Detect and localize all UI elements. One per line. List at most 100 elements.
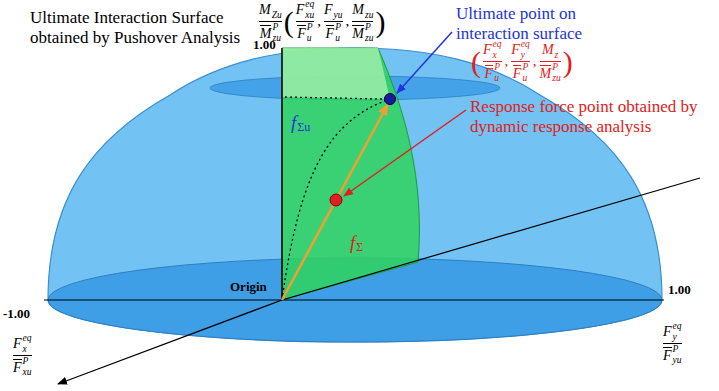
subscript: y [521, 51, 530, 61]
math-symbol: F [297, 25, 306, 42]
math-term: Fyu [324, 0, 343, 20]
script-stack: Σ [356, 232, 363, 253]
text-group: -1.00 [3, 306, 30, 322]
subscript: u [335, 34, 341, 44]
superscript: eq [521, 40, 530, 50]
script-stack: Zu [272, 0, 282, 20]
math-symbol: F [483, 43, 492, 58]
math-term: FPyu [663, 345, 682, 365]
ultimate-point [385, 94, 396, 105]
math-term: MPzu [540, 63, 561, 83]
math-term: FPu [326, 23, 341, 43]
math-term: MZu [259, 0, 282, 20]
subscript: y [673, 333, 682, 343]
script-stack: Pu [335, 23, 341, 43]
fraction-bar [13, 355, 32, 356]
text-group: Ultimate point on interaction surface [456, 4, 606, 43]
axis-value: 1.00 [668, 282, 691, 298]
leader-arrow [397, 32, 452, 93]
math-term: FPu [485, 63, 500, 83]
script-stack: eqy [673, 322, 682, 342]
fraction-bar [540, 61, 561, 62]
script-spacer [272, 0, 282, 9]
parenthesis: ) [374, 7, 386, 37]
comma: , [531, 53, 539, 70]
note-text: Ultimate Interaction Surface obtained by… [30, 8, 258, 47]
fraction: FyuFPu [324, 0, 343, 43]
math-symbol: F [511, 43, 520, 58]
math-symbol: F [485, 65, 494, 82]
script-stack: eqx [23, 334, 32, 354]
text-group: fΣu [291, 112, 310, 133]
script-spacer [356, 232, 363, 241]
subscript: Σu [297, 121, 310, 133]
subscript: x [493, 51, 502, 61]
script-stack: Pu [307, 23, 313, 43]
superscript: P [365, 23, 373, 33]
fraction: FeqxFPu [483, 40, 502, 83]
math-symbol: M [542, 43, 554, 58]
subscript: zu [365, 34, 373, 44]
leader-arrow [344, 110, 466, 196]
math-symbol: F [13, 337, 22, 352]
superscript: P [23, 357, 32, 367]
text-group: FeqyFPyu [662, 322, 683, 365]
superscript: P [673, 345, 682, 355]
math-symbol: M [352, 3, 364, 18]
math-symbol: F [326, 25, 335, 42]
text-group: Origin [230, 279, 267, 295]
superscript: P [307, 23, 313, 33]
subscript: Σ [356, 241, 363, 253]
axis-value: -1.00 [3, 306, 30, 322]
fraction: FeqxFPxu [13, 334, 32, 377]
subscript: x [23, 345, 32, 355]
script-stack: eqxu [305, 0, 314, 20]
vector-arrow [282, 104, 388, 300]
green-cap [282, 48, 390, 99]
math-term: Feqy [511, 40, 530, 60]
fraction: FeqyFPyu [663, 322, 682, 365]
response-point [330, 194, 342, 206]
superscript: eq [673, 322, 682, 332]
axis-line [281, 48, 283, 300]
comma: , [315, 13, 323, 30]
math-term: Feqxu [296, 0, 315, 20]
fraction: MzMPzu [540, 40, 561, 83]
subscript: Zu [272, 11, 282, 21]
math-symbol: f [350, 233, 355, 253]
subscript: yu [334, 11, 343, 21]
superscript: eq [305, 0, 314, 10]
parenthesis: ( [470, 47, 482, 77]
fraction: FeqyFPu [511, 40, 530, 83]
text-group: Response force point obtained by dynamic… [470, 97, 716, 136]
superscript: eq [493, 40, 502, 50]
superscript: eq [23, 334, 32, 344]
script-spacer [297, 112, 310, 121]
math-symbol: F [513, 65, 522, 82]
subscript: xu [305, 11, 314, 21]
script-stack: yu [334, 0, 343, 20]
fraction: FeqxuFPu [296, 0, 315, 43]
math-term: Feqx [13, 334, 32, 354]
math-symbol: F [324, 3, 333, 18]
fraction-bar [324, 21, 343, 22]
math-symbol: F [296, 3, 305, 18]
math-term: Mzu [352, 0, 373, 20]
math-term: FPu [297, 23, 312, 43]
fraction-bar [483, 61, 502, 62]
subscript: u [494, 74, 500, 84]
subscript: u [522, 74, 528, 84]
axis-arrow [58, 300, 282, 384]
fraction-bar [663, 343, 682, 344]
subscript: zu [365, 11, 373, 21]
dotted-path [282, 99, 390, 300]
text-group: (FeqxFPu,FeqyFPu,MzMPzu) [470, 40, 574, 83]
script-stack: Σu [297, 112, 310, 133]
fraction: MzuMPzu [352, 0, 373, 43]
script-stack: eqy [521, 40, 530, 60]
text-group: 1.00 [253, 37, 276, 53]
math-term: Feqx [483, 40, 502, 60]
script-stack: Pzu [365, 23, 373, 43]
math-term: Mz [542, 40, 558, 60]
